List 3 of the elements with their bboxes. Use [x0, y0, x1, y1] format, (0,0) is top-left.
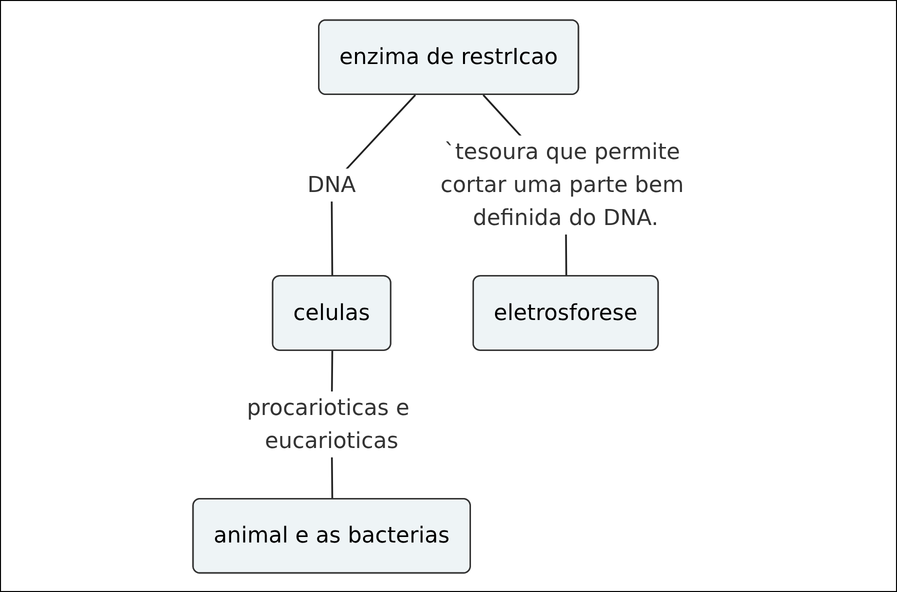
edge-label: procarioticas e eucarioticas — [247, 394, 410, 453]
edge-label: `tesoura que permite cortar uma parte bem definida do DNA. — [440, 138, 684, 230]
edge-label: DNA — [308, 170, 356, 197]
